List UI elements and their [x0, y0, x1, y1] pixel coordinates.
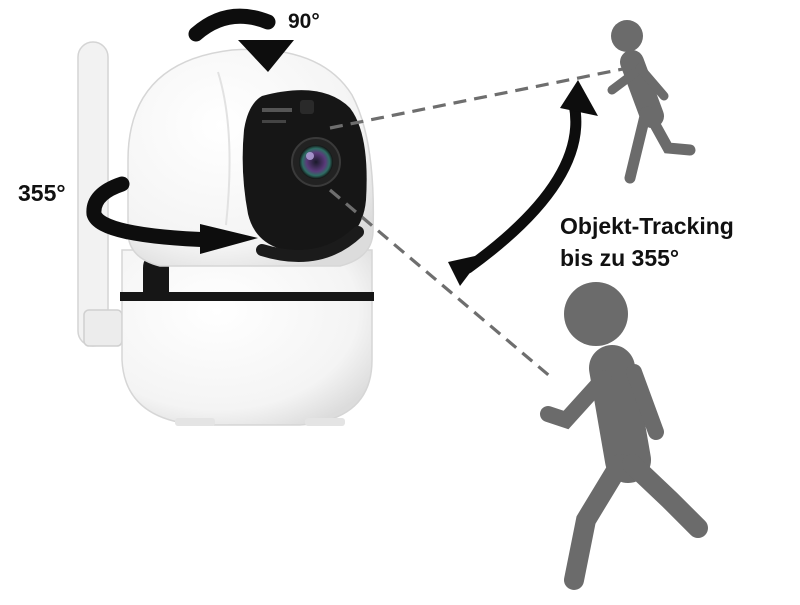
- tracking-caption-line-2: bis zu 355°: [560, 245, 680, 271]
- tilt-angle-label: 90°: [288, 10, 320, 33]
- pan-angle-label: 355°: [18, 180, 66, 206]
- pan-arrow-icon: [86, 176, 258, 254]
- walking-person-icon: [540, 282, 708, 590]
- walking-person-icon: [607, 20, 696, 184]
- tilt-arrow-icon: [188, 8, 294, 72]
- sight-lines: [328, 66, 629, 380]
- camera-base: [120, 249, 374, 426]
- camera-lens: [291, 137, 341, 187]
- tracking-caption: Objekt-Tracking bis zu 355°: [560, 210, 734, 274]
- tracking-arrow-icon: [448, 80, 598, 286]
- tracking-caption-line-1: Objekt-Tracking: [560, 213, 734, 239]
